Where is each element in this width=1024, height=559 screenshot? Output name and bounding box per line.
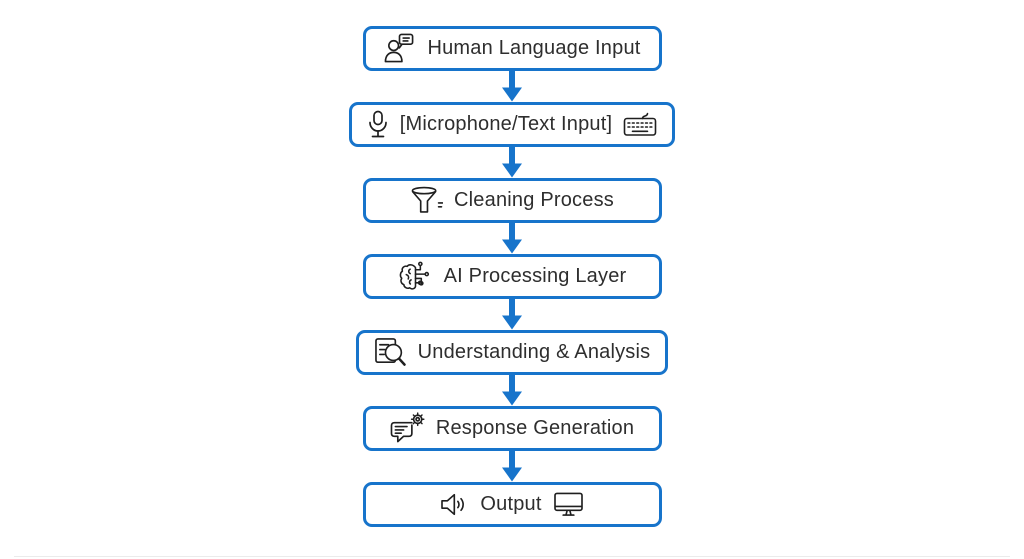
chat-gear-icon bbox=[390, 412, 425, 445]
flow-node-label: Output bbox=[480, 493, 542, 515]
flow-node-label: [Microphone/Text Input] bbox=[399, 113, 613, 135]
flow-arrow-down bbox=[501, 147, 523, 178]
flow-arrow-down bbox=[501, 451, 523, 482]
flow-arrow-down bbox=[501, 71, 523, 102]
flow-node-label: Cleaning Process bbox=[454, 189, 614, 211]
flowchart: Human Language Input [Microphone/Text In… bbox=[0, 26, 1024, 527]
funnel-icon bbox=[410, 186, 444, 215]
flow-node-output: Output bbox=[362, 482, 662, 527]
flow-node-microphone-text-input: [Microphone/Text Input] bbox=[348, 102, 676, 147]
keyboard-icon bbox=[623, 112, 657, 137]
person-chat-icon bbox=[383, 33, 416, 64]
flow-node-label: Understanding & Analysis bbox=[417, 341, 651, 363]
flow-node-cleaning-process: Cleaning Process bbox=[362, 178, 662, 223]
flow-node-label: Response Generation bbox=[435, 417, 635, 439]
flow-node-label: Human Language Input bbox=[427, 37, 641, 59]
bottom-divider bbox=[14, 556, 1010, 557]
flow-node-human-language-input: Human Language Input bbox=[362, 26, 662, 71]
speaker-icon bbox=[440, 492, 469, 517]
flow-node-ai-processing-layer: AI Processing Layer bbox=[362, 254, 662, 299]
monitor-icon bbox=[553, 491, 584, 518]
flow-node-response-generation: Response Generation bbox=[362, 406, 662, 451]
flow-arrow-down bbox=[501, 375, 523, 406]
flow-arrow-down bbox=[501, 223, 523, 254]
flow-node-label: AI Processing Layer bbox=[443, 265, 627, 287]
flow-arrow-down bbox=[501, 299, 523, 330]
document-search-icon bbox=[374, 337, 407, 368]
flow-node-understanding-analysis: Understanding & Analysis bbox=[355, 330, 669, 375]
brain-circuit-icon bbox=[398, 261, 433, 293]
microphone-icon bbox=[367, 110, 389, 140]
